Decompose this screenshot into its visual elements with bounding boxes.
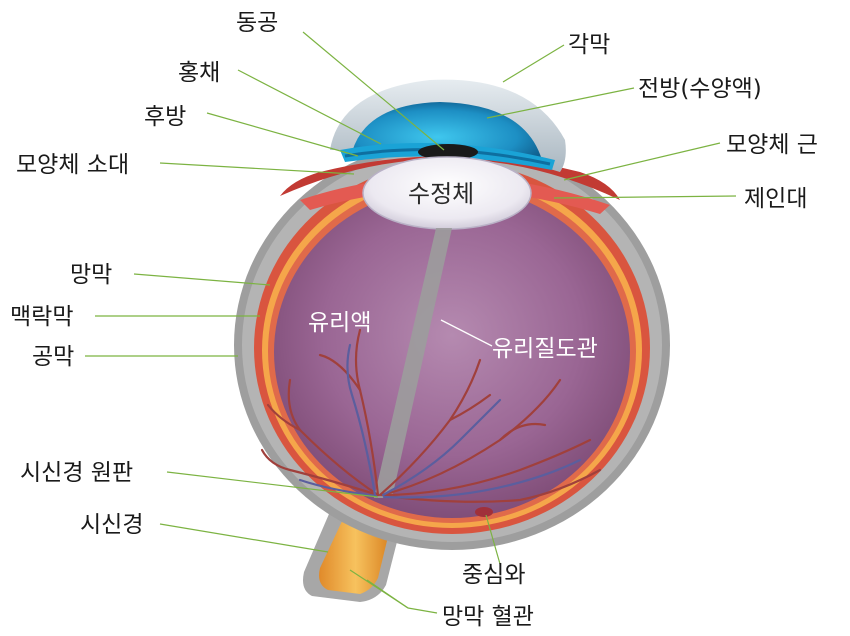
label-optic-disc: 시신경 원판 (20, 460, 133, 486)
label-sclera: 공막 (32, 344, 74, 370)
label-iris: 홍채 (178, 60, 220, 86)
fovea-shape (475, 507, 493, 517)
label-fovea: 중심와 (462, 562, 525, 588)
label-choroid: 맥락막 (10, 304, 73, 330)
label-pupil: 동공 (236, 10, 278, 36)
label-cornea: 각막 (568, 32, 610, 58)
label-vitreous-humor: 유리액 (308, 310, 371, 336)
label-ciliary-zonule: 모양체 소대 (16, 152, 129, 178)
label-retina: 망막 (70, 262, 112, 288)
label-posterior-chamber: 후방 (144, 104, 186, 130)
label-retinal-vessels: 망막 혈관 (442, 604, 534, 630)
label-ciliary-muscle: 모양체 근 (726, 132, 818, 158)
label-hyaloid-canal: 유리질도관 (492, 336, 598, 362)
label-lens: 수정체 (408, 180, 474, 208)
label-suspensory-ligament: 제인대 (744, 186, 807, 212)
label-anterior-chamber: 전방(수양액) (638, 76, 762, 102)
label-optic-nerve: 시신경 (80, 512, 143, 538)
